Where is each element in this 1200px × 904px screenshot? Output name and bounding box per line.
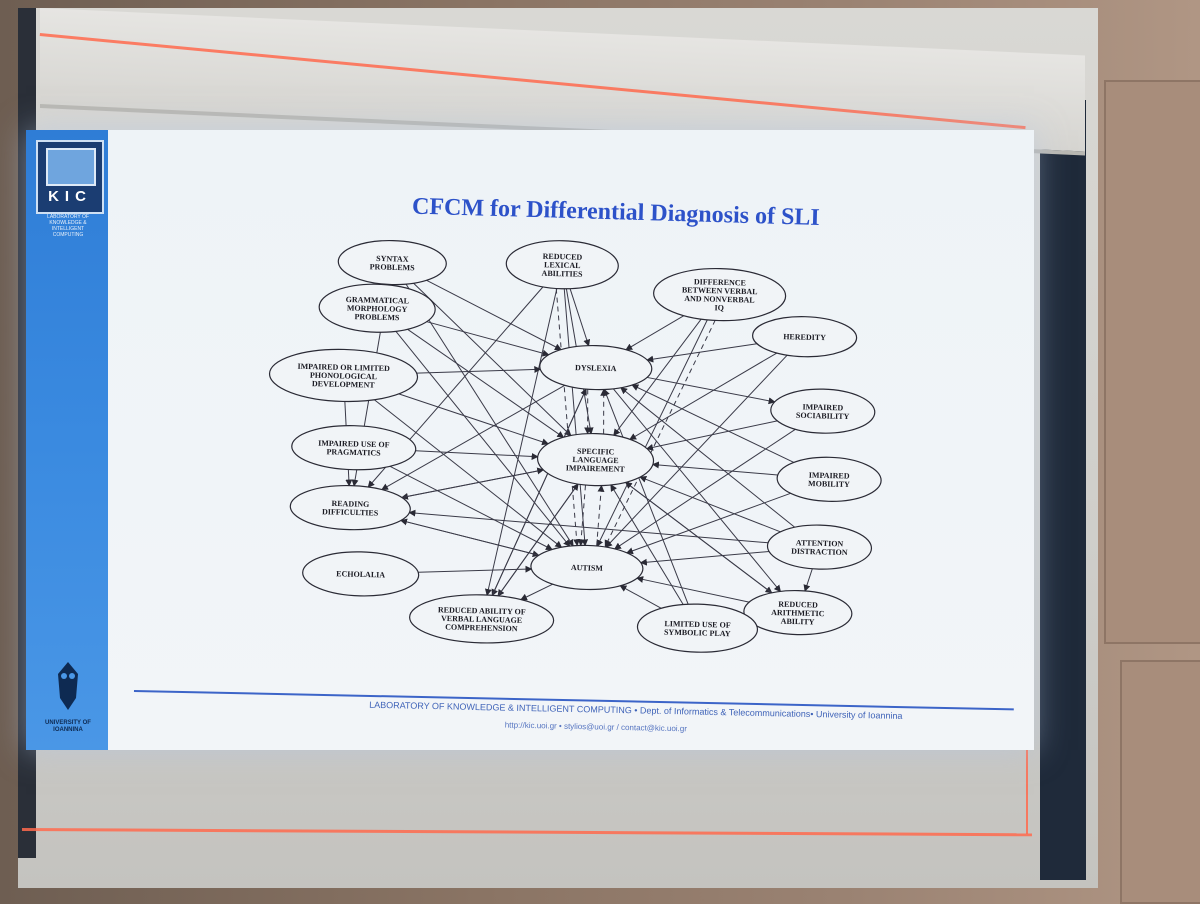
node-label-dyslexia: DYSLEXIA: [575, 363, 617, 373]
node-label-grammar: PROBLEMS: [354, 312, 400, 322]
node-label-comprehension: COMPREHENSION: [445, 622, 518, 633]
node-label-syntax: PROBLEMS: [370, 262, 416, 272]
node-label-sli: IMPAIREMENT: [566, 463, 626, 473]
edge-heredity-to-sli: [630, 349, 777, 442]
node-label-sociability: SOCIABILITY: [796, 411, 850, 421]
edge-lexical-to-dyslexia: [569, 289, 590, 346]
dashed-edge-sli-to-dyslexia: [603, 390, 605, 434]
node-label-arithmetic: ABILITY: [781, 617, 815, 627]
node-label-verbal_iq: IQ: [715, 303, 725, 312]
edge-dyslexia-to-sociability: [647, 377, 776, 401]
node-label-echolalia: ECHOLALIA: [336, 569, 385, 579]
screen-right-border: [1040, 100, 1086, 880]
edge-phonological-to-dyslexia: [417, 366, 541, 376]
edge-syntax-to-autism: [400, 284, 580, 546]
dashed-edge-autism-to-sli: [597, 486, 602, 546]
edge-symbolic-to-autism: [620, 586, 662, 608]
edge-heredity-to-dyslexia: [647, 341, 757, 363]
presentation-slide: KIC LABORATORY OF KNOWLEDGE & INTELLIGEN…: [26, 130, 1034, 750]
edge-autism-to-comprehension: [521, 583, 553, 600]
edge-attention-to-autism: [641, 548, 769, 565]
node-label-autism: AUTISM: [571, 563, 604, 573]
edge-grammar-to-sli: [405, 329, 566, 437]
node-label-symbolic: SYMBOLIC PLAY: [664, 628, 731, 639]
node-label-heredity: HEREDITY: [783, 332, 826, 342]
node-autism: AUTISM: [530, 544, 643, 591]
edge-mobility-to-sli: [653, 464, 778, 475]
edge-arithmetic-to-sli: [623, 482, 774, 592]
edge-arithmetic-to-autism: [637, 578, 750, 602]
node-label-phonological: DEVELOPMENT: [312, 379, 376, 390]
node-label-attention: DISTRACTION: [791, 547, 848, 557]
edge-lexical-to-comprehension: [487, 287, 557, 597]
dashed-edge-lexical-to-autism: [550, 289, 583, 546]
node-phonological: IMPAIRED OR LIMITEDPHONOLOGICALDEVELOPME…: [269, 348, 418, 404]
edge-attention-to-arithmetic: [805, 569, 812, 592]
wall-panel-right-bottom: [1120, 660, 1200, 904]
node-label-lexical: ABILITIES: [542, 269, 584, 279]
node-label-pragmatics: PRAGMATICS: [327, 447, 382, 457]
edge-mobility-to-dyslexia: [630, 385, 795, 462]
edge-lexical-to-autism: [558, 289, 591, 546]
node-label-mobility: MOBILITY: [808, 479, 850, 489]
wall-panel-right-top: [1104, 80, 1200, 644]
edge-verbal_iq-to-dyslexia: [626, 314, 684, 351]
edge-pragmatics-to-autism: [388, 466, 554, 549]
edge-phonological-to-autism: [371, 400, 565, 548]
node-heredity: HEREDITY: [752, 315, 857, 358]
node-dyslexia: DYSLEXIA: [539, 344, 652, 391]
edge-attention-to-reading: [409, 513, 769, 543]
node-label-reading: DIFFICULTIES: [322, 507, 379, 517]
node-echolalia: ECHOLALIA: [302, 550, 419, 597]
